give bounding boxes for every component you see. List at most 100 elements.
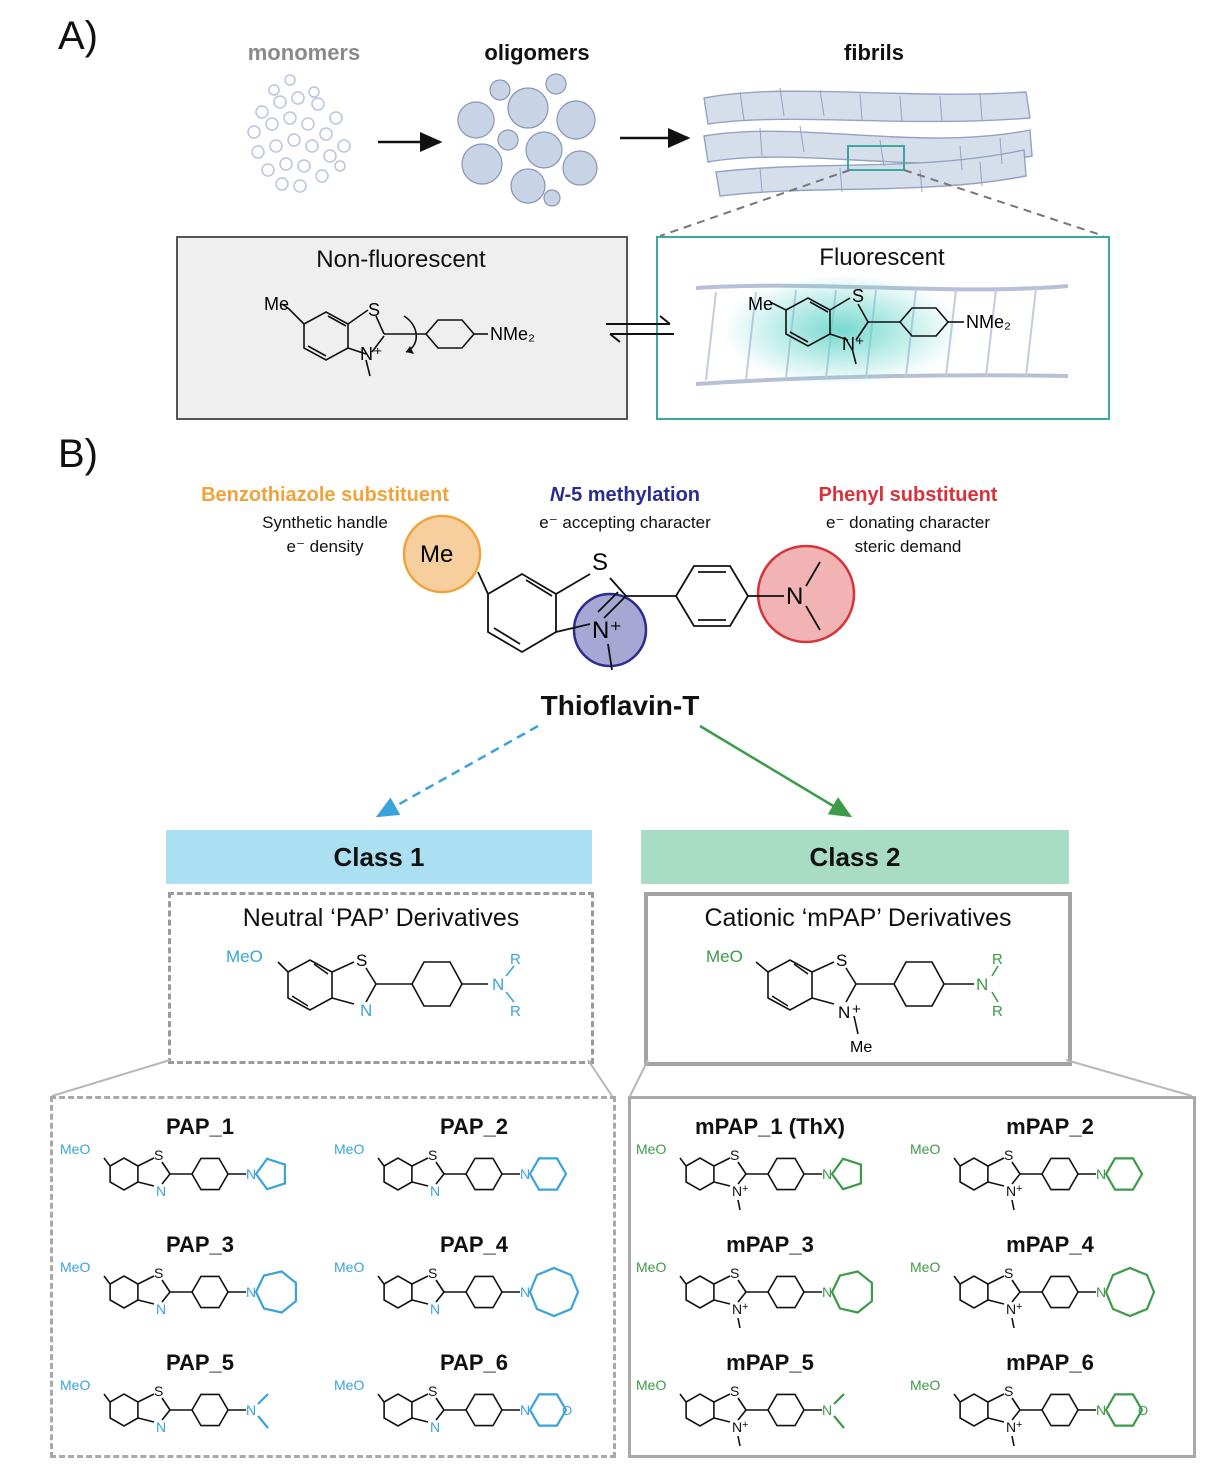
plus-charge: +: [742, 1301, 748, 1313]
thioflavin-t-label: Thioflavin-T: [540, 690, 700, 721]
meo-label: MeO: [636, 1259, 666, 1275]
class-2-header: Class 2: [641, 830, 1069, 884]
class-1-compound-grid: [50, 1096, 616, 1458]
r-group-top: R: [510, 951, 521, 968]
expansion-lines: [51, 1059, 1193, 1097]
n5-desc-1: e⁻ accepting character: [539, 513, 711, 532]
sulfur-atom: S: [1004, 1147, 1013, 1163]
amine-nitrogen: N: [1096, 1402, 1106, 1418]
compound-label: mPAP_5: [726, 1350, 814, 1375]
compound-label: mPAP_3: [726, 1232, 814, 1257]
r-group-bottom: R: [992, 1003, 1003, 1020]
nitrogen-atom: N: [156, 1419, 166, 1435]
stage-fibrils-label: fibrils: [844, 40, 904, 65]
n5-italic: N: [549, 484, 565, 506]
amine-nitrogen: N: [520, 1166, 530, 1182]
n5-methylation-highlight: [572, 592, 648, 668]
compound-label: PAP_6: [439, 1350, 509, 1375]
pap-structure: [103, 1157, 286, 1191]
phenyl-desc-1: e⁻ donating character: [826, 513, 990, 532]
mpap-structure: [953, 1157, 1144, 1211]
compound-label: PAP_2: [439, 1114, 509, 1139]
phenyl-substituent-title: Phenyl substituent: [818, 484, 998, 506]
oligomers-cluster: [457, 73, 598, 207]
nitrogen-atom: N: [156, 1183, 166, 1199]
nitrogen-atom: N: [786, 583, 803, 610]
amine-nitrogen: N: [976, 975, 988, 994]
class-2-derivatives-title: Cationic ‘mPAP’ Derivatives: [704, 904, 1012, 932]
nitrogen-atom: N: [1006, 1183, 1016, 1199]
nitrogen-plus-atom: N⁺: [592, 617, 622, 644]
sulfur-atom: S: [428, 1265, 437, 1281]
mpap-structure: [679, 1270, 874, 1329]
benzothiazole-substituent-title: Benzothiazole substituent: [201, 484, 449, 506]
nme2-label: NMe₂: [966, 312, 1011, 332]
compound-label: mPAP_1 (ThX): [695, 1114, 845, 1139]
tht-bound-structure: Me S N⁺ NMe₂: [695, 274, 1069, 386]
plus-charge: +: [1016, 1419, 1022, 1431]
compound-label: mPAP_2: [1006, 1114, 1094, 1139]
arrow-to-class-2: [699, 724, 853, 818]
stage-oligomers-label: oligomers: [484, 40, 590, 65]
mpap-structure: [679, 1157, 863, 1211]
r-group-bottom: R: [510, 1003, 521, 1020]
meo-label: MeO: [910, 1377, 940, 1393]
amine-nitrogen: N: [1096, 1284, 1106, 1300]
meo-label: MeO: [636, 1377, 666, 1393]
meo-label: MeO: [60, 1141, 90, 1157]
benzothiazole-desc-1: Synthetic handle: [262, 513, 388, 532]
pap-structure: [377, 1157, 568, 1191]
class-2-compound-grid: [628, 1096, 1196, 1458]
non-fluorescent-title: Non-fluorescent: [316, 246, 486, 273]
fluorescence-glow: [722, 274, 962, 386]
compound-label: mPAP_6: [1006, 1350, 1094, 1375]
amine-nitrogen: N: [520, 1284, 530, 1300]
plus-charge: +: [852, 1001, 861, 1018]
meo-label: MeO: [706, 947, 743, 966]
amine-nitrogen: N: [520, 1402, 530, 1418]
nme2-label: NMe₂: [490, 324, 535, 344]
r-group-top: R: [992, 951, 1003, 968]
nitrogen-plus-atom: N⁺: [842, 334, 865, 354]
amine-nitrogen: N: [246, 1284, 256, 1300]
mpap-general-structure: MeO S N + Me N R R: [706, 947, 1003, 1056]
pap-general-structure: MeO S N N R R: [226, 947, 521, 1020]
sulfur-atom: S: [730, 1265, 739, 1281]
sulfur-atom: S: [154, 1265, 163, 1281]
phenyl-substituent-highlight: [756, 544, 856, 644]
sulfur-atom: S: [154, 1147, 163, 1163]
nitrogen-atom: N: [360, 1001, 372, 1020]
nitrogen-atom: N: [732, 1419, 742, 1435]
arrow-to-class-1: [375, 724, 539, 818]
pap-structure: [103, 1270, 297, 1314]
sulfur-atom: S: [852, 286, 864, 306]
stage-monomers-label: monomers: [247, 40, 361, 65]
class-1-header: Class 1: [166, 830, 592, 884]
fluorescent-title: Fluorescent: [819, 244, 945, 271]
amine-nitrogen: N: [492, 975, 504, 994]
meo-label: MeO: [226, 947, 263, 966]
amine-nitrogen: N: [1096, 1166, 1106, 1182]
pap-structure: [377, 1393, 568, 1427]
mpap-structure: [679, 1393, 845, 1447]
plus-charge: +: [1016, 1301, 1022, 1313]
pap-structure: [377, 1266, 580, 1318]
n5-rest: -5 methylation: [564, 484, 701, 506]
n5-methylation-title: N-5 methylation: [500, 484, 750, 507]
sulfur-atom: S: [730, 1147, 739, 1163]
panel-b-label: B): [58, 432, 98, 476]
class-branch-arrows: [375, 724, 853, 818]
sulfur-atom: S: [592, 549, 608, 576]
nitrogen-atom: N: [1006, 1301, 1016, 1317]
me-label: Me: [748, 294, 773, 314]
panel-a-label: A): [58, 14, 98, 58]
nitrogen-atom: N: [732, 1183, 742, 1199]
mpap-structure: [953, 1393, 1144, 1447]
nitrogen-atom: N: [838, 1003, 850, 1022]
sulfur-atom: S: [368, 300, 380, 320]
meo-label: MeO: [910, 1141, 940, 1157]
amine-nitrogen: N: [246, 1166, 256, 1182]
meo-label: MeO: [334, 1377, 364, 1393]
plus-charge: +: [742, 1419, 748, 1431]
